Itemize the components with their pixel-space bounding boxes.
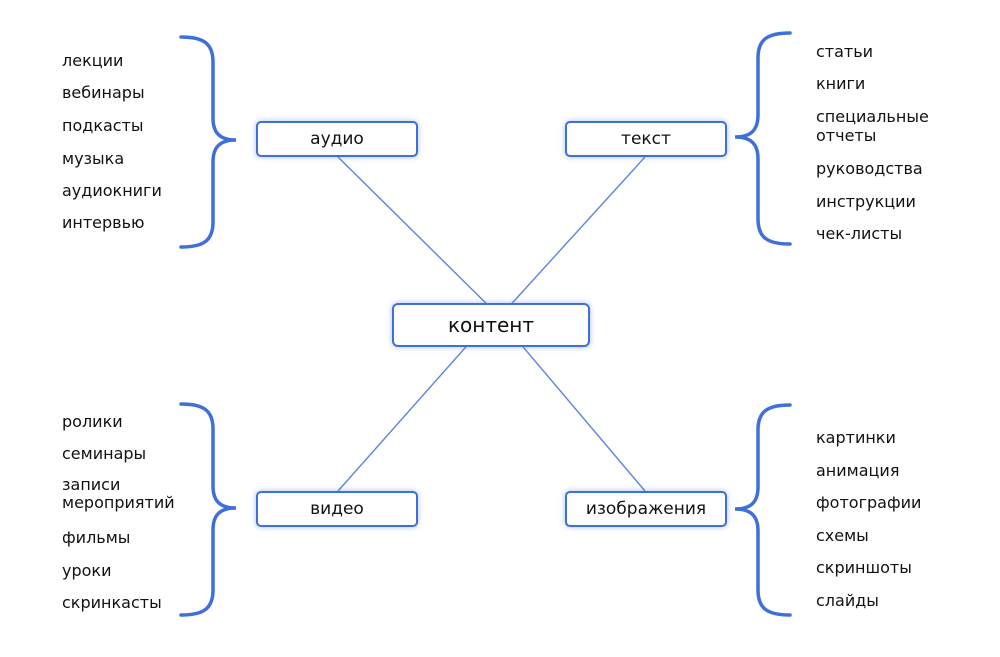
- node-images-label: изображения: [585, 499, 707, 519]
- list-item: подкасты: [62, 116, 144, 135]
- list-item: картинки: [816, 428, 896, 447]
- node-video: видео: [256, 491, 418, 527]
- connector-audio: [337, 156, 506, 323]
- node-content-center: контент: [392, 303, 590, 347]
- connector-text: [494, 156, 646, 323]
- list-item: семинары: [62, 444, 147, 463]
- list-item: руководства: [816, 159, 923, 178]
- brace-text: [734, 31, 792, 246]
- node-images: изображения: [565, 491, 727, 527]
- node-content-label: контент: [447, 313, 535, 337]
- list-item: схемы: [816, 526, 869, 545]
- list-item: чек-листы: [816, 224, 903, 243]
- list-item: музыка: [62, 149, 125, 168]
- list-item: аудиокниги: [62, 181, 162, 200]
- list-item: книги: [816, 74, 866, 93]
- list-item: слайды: [816, 591, 879, 610]
- list-item: анимация: [816, 461, 900, 480]
- list-item: лекции: [62, 51, 124, 70]
- list-item: фотографии: [816, 493, 922, 512]
- list-item: скринкасты: [62, 593, 162, 612]
- list-item: записи мероприятий: [62, 475, 175, 512]
- node-video-label: видео: [310, 499, 364, 519]
- list-item: ролики: [62, 412, 123, 431]
- list-item: статьи: [816, 42, 874, 61]
- node-audio-label: аудио: [310, 129, 364, 149]
- list-item: фильмы: [62, 528, 131, 547]
- list-item: уроки: [62, 561, 112, 580]
- node-text: текст: [565, 121, 727, 157]
- brace-audio: [179, 35, 237, 249]
- connector-video: [337, 321, 489, 492]
- list-item: инструкции: [816, 192, 916, 211]
- list-item: специальные отчеты: [816, 107, 929, 145]
- brace-video: [179, 402, 237, 617]
- connector-images: [501, 321, 646, 492]
- list-item: скриншоты: [816, 558, 912, 577]
- brace-images: [734, 403, 792, 617]
- node-text-label: текст: [621, 129, 671, 149]
- node-audio: аудио: [256, 121, 418, 157]
- list-item: вебинары: [62, 83, 145, 102]
- list-item: интервью: [62, 213, 145, 232]
